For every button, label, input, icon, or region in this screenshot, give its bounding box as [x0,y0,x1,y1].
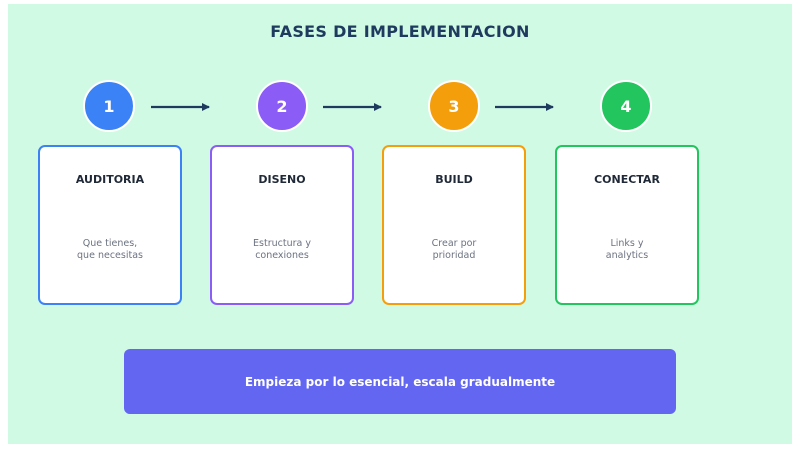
phase-2-number-circle: 2 [256,80,308,132]
phase-3-name: BUILD [435,173,473,186]
phase-1-name: AUDITORIA [75,173,145,186]
phase-1-number-circle: 1 [83,80,135,132]
phase-2-card: DISENO Estructura y conexiones [210,145,354,305]
phase-3-description: Crear por prioridad [431,238,477,261]
phase-1-description: Que tienes, que necesitas [77,238,143,261]
phase-4-number-circle: 4 [600,80,652,132]
phase-4-card: CONECTAR Links y analytics [555,145,699,305]
phase-4-name: CONECTAR [594,173,660,186]
phase-2-name: DISENO [258,173,306,186]
phase-3-number-circle: 3 [428,80,480,132]
phase-2-description: Estructura y conexiones [253,238,311,261]
diagram-title: FASES DE IMPLEMENTACION [270,22,530,41]
phase-3-card: BUILD Crear por prioridad [382,145,526,305]
summary-banner: Empieza por lo esencial, escala gradualm… [124,349,676,414]
summary-banner-text: Empieza por lo esencial, escala gradualm… [244,374,556,389]
phase-1-card: AUDITORIA Que tienes, que necesitas [38,145,182,305]
phase-4-description: Links y analytics [605,238,649,261]
